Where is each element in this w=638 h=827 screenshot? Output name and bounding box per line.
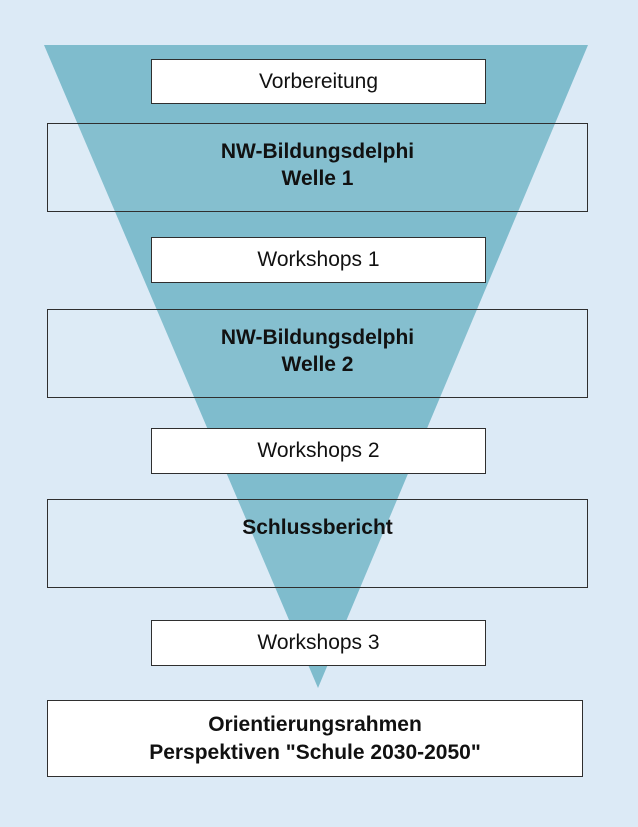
stage-orientierung-subtitle: Perspektiven "Schule 2030-2050" xyxy=(149,740,481,764)
stage-workshops-2: Workshops 2 xyxy=(151,428,486,474)
stage-workshops2-label: Workshops 2 xyxy=(257,439,380,462)
stage-bildungsdelphi-welle-1: NW-Bildungsdelphi Welle 1 xyxy=(47,123,588,212)
stage-workshops1-label: Workshops 1 xyxy=(257,248,380,271)
stage-workshops-1: Workshops 1 xyxy=(151,237,486,283)
stage-orientierungsrahmen: Orientierungsrahmen Perspektiven "Schule… xyxy=(47,700,583,777)
stage-bildungsdelphi-welle-2: NW-Bildungsdelphi Welle 2 xyxy=(47,309,588,398)
stage-workshops-3: Workshops 3 xyxy=(151,620,486,666)
stage-orientierung-title: Orientierungsrahmen xyxy=(208,712,422,736)
stage-welle2-subtitle: Welle 2 xyxy=(281,353,354,377)
stage-welle2-title: NW-Bildungsdelphi xyxy=(220,326,415,349)
stage-vorbereitung: Vorbereitung xyxy=(151,59,486,104)
stage-schlussbericht-label: Schlussbericht xyxy=(242,516,393,539)
stage-workshops3-label: Workshops 3 xyxy=(257,631,380,654)
stage-welle1-subtitle: Welle 1 xyxy=(281,167,354,191)
stage-vorbereitung-label: Vorbereitung xyxy=(258,69,379,93)
stage-welle1-title: NW-Bildungsdelphi xyxy=(220,140,415,163)
stage-schlussbericht: Schlussbericht xyxy=(47,499,588,588)
funnel-triangle xyxy=(44,45,588,688)
